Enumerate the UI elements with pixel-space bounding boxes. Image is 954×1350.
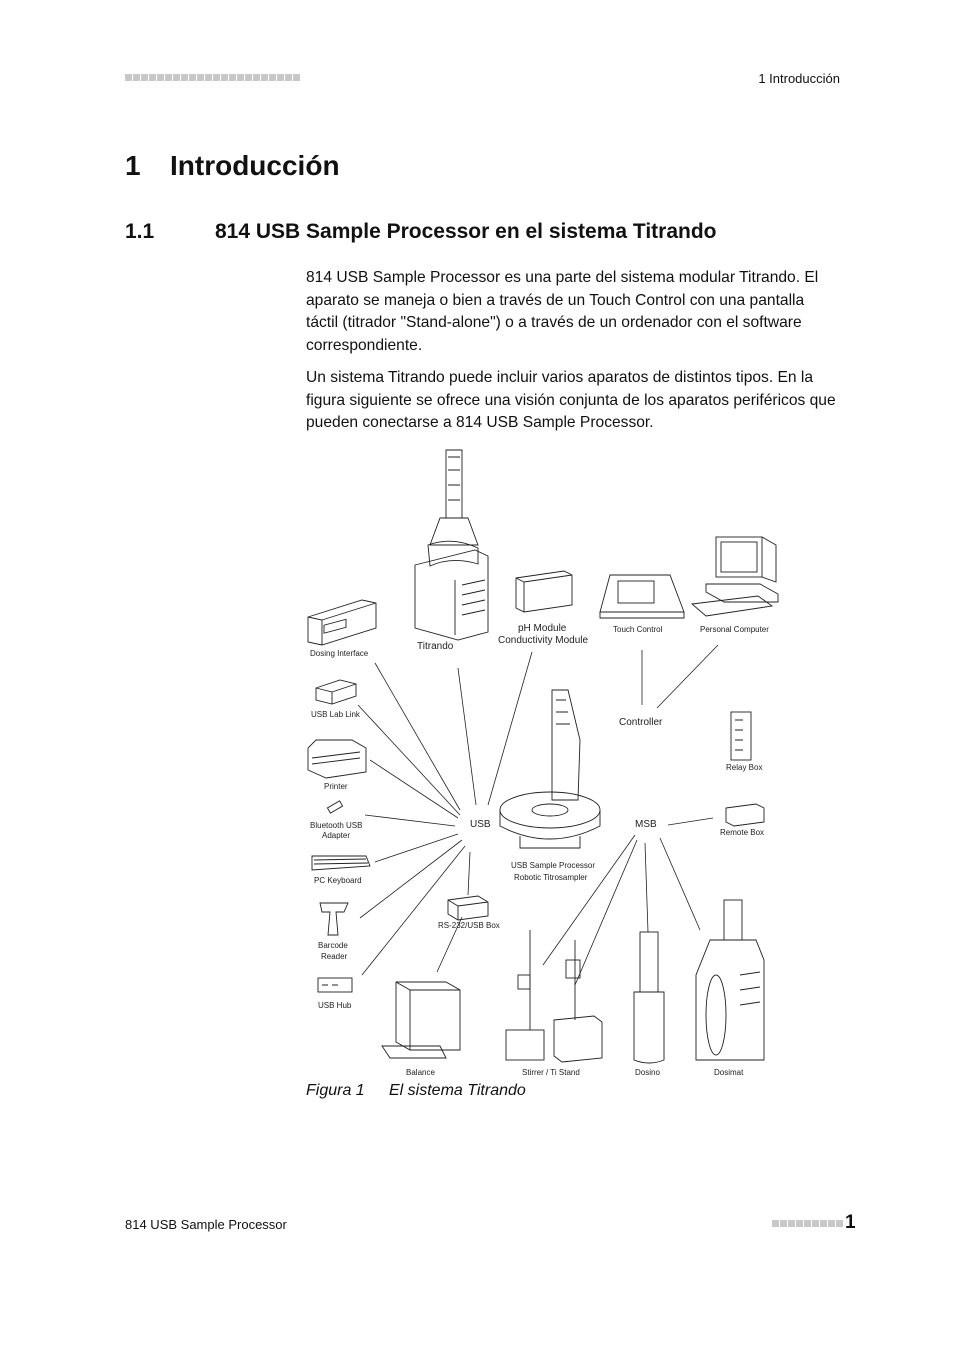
chapter-heading: 1 Introducción	[125, 150, 340, 182]
label-touch-control: Touch Control	[613, 625, 663, 634]
label-ph-module: pH Module	[518, 623, 567, 634]
touch-control-device	[599, 574, 685, 619]
titrando-device	[414, 449, 489, 641]
label-bluetooth-line2: Adapter	[322, 831, 350, 840]
sample-processor-device	[499, 689, 601, 849]
printer-device	[307, 739, 367, 779]
label-sample-processor-line1: USB Sample Processor	[511, 861, 595, 870]
label-dosino: Dosino	[635, 1068, 660, 1077]
label-barcode-line1: Barcode	[318, 941, 348, 950]
chapter-title: Introducción	[170, 150, 340, 181]
label-msb: MSB	[635, 819, 657, 830]
section-heading: 1.1 814 USB Sample Processor en el sistem…	[125, 220, 717, 244]
label-printer: Printer	[324, 782, 348, 791]
body-paragraph: Un sistema Titrando puede incluir varios…	[306, 369, 836, 431]
label-titrando: Titrando	[417, 641, 454, 652]
running-header: 1 Introducción	[758, 71, 840, 86]
remote-box-device	[725, 803, 765, 827]
label-bluetooth-line1: Bluetooth USB	[310, 821, 362, 830]
pc-keyboard-device	[311, 855, 371, 871]
figure-caption-label: Figura 1	[306, 1082, 365, 1099]
label-balance: Balance	[406, 1068, 435, 1077]
figure-caption: Figura 1 El sistema Titrando	[306, 1082, 526, 1100]
label-personal-computer: Personal Computer	[700, 625, 769, 634]
dosino-device	[633, 931, 665, 1064]
label-remote-box: Remote Box	[720, 828, 764, 837]
label-relay-box: Relay Box	[726, 763, 762, 772]
figure-caption-text: El sistema Titrando	[389, 1082, 526, 1099]
bluetooth-adapter-device	[326, 800, 344, 814]
barcode-reader-device	[319, 902, 349, 936]
ph-module-device	[515, 570, 573, 613]
label-dosimat: Dosimat	[714, 1068, 744, 1077]
label-dosing-interface: Dosing Interface	[310, 649, 369, 658]
label-usb-lab-link: USB Lab Link	[311, 710, 361, 719]
footer-product: 814 USB Sample Processor	[125, 1217, 287, 1232]
usb-hub-device	[317, 977, 353, 993]
label-controller: Controller	[619, 717, 663, 728]
system-diagram: Dosing Interface Titrando pH Module Cond…	[300, 440, 800, 1090]
stirrer-stand-device	[505, 930, 603, 1063]
connection-lines	[357, 644, 719, 986]
label-stirrer: Stirrer / Ti Stand	[522, 1068, 580, 1077]
balance-device	[381, 981, 461, 1059]
label-usb: USB	[470, 819, 491, 830]
section-title: 814 USB Sample Processor en el sistema T…	[215, 220, 717, 243]
label-conductivity-module: Conductivity Module	[498, 635, 588, 646]
label-barcode-line2: Reader	[321, 952, 348, 961]
label-usb-hub: USB Hub	[318, 1001, 352, 1010]
header-decoration	[125, 74, 300, 81]
personal-computer-device	[690, 536, 779, 617]
body-paragraph: 814 USB Sample Processor es una parte de…	[306, 269, 819, 354]
page-number: 1	[845, 1212, 856, 1233]
chapter-number: 1	[125, 150, 141, 181]
label-rs232-box: RS-232/USB Box	[438, 921, 500, 930]
dosimat-device	[695, 899, 765, 1061]
dosing-interface-device	[307, 599, 377, 646]
usb-lab-link-device	[315, 679, 357, 705]
relay-box-device	[730, 711, 752, 761]
rs232-box-device	[447, 895, 489, 921]
footer-decoration	[772, 1220, 843, 1227]
label-pc-keyboard: PC Keyboard	[314, 876, 362, 885]
section-number: 1.1	[125, 220, 155, 243]
label-sample-processor-line2: Robotic Titrosampler	[514, 873, 588, 882]
